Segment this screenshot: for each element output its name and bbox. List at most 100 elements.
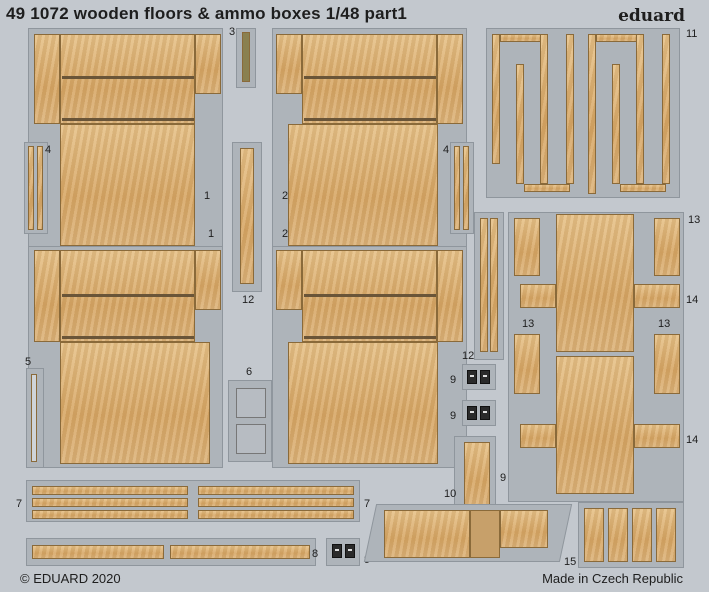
- strip-part: [463, 146, 469, 230]
- strip-part: [480, 218, 488, 352]
- strip-part: [620, 184, 666, 192]
- strip-part: [566, 34, 574, 184]
- wood-panel: [34, 34, 60, 124]
- part-label: 10: [444, 488, 457, 500]
- ammo-box-part: [500, 510, 548, 548]
- ammo-box-part: [384, 510, 470, 558]
- strip-part: [492, 34, 500, 164]
- part-label: 4: [45, 144, 52, 156]
- wood-panel: [34, 250, 60, 342]
- wood-panel: [437, 34, 463, 124]
- clasp-part: [480, 406, 490, 420]
- strip-part: [584, 508, 604, 562]
- strip-part: [636, 34, 644, 184]
- etched-line: [62, 336, 194, 339]
- wood-panel: [195, 250, 221, 310]
- part-label: 7: [16, 498, 23, 510]
- strip-part: [540, 34, 548, 184]
- wood-panel: [437, 250, 463, 342]
- floor-panel: [60, 342, 210, 464]
- floor-panel: [288, 124, 438, 246]
- box-side-part: [654, 334, 680, 394]
- part-label: 6: [246, 366, 253, 378]
- strip-part: [612, 64, 620, 184]
- fret-frame: [474, 212, 504, 360]
- strip-part: [170, 545, 310, 559]
- part-label: 4: [443, 144, 450, 156]
- wood-panel: [195, 34, 221, 94]
- box-side-part: [514, 218, 540, 276]
- rod-part: [31, 374, 37, 462]
- strip-part: [32, 545, 164, 559]
- brand-logo: eduard: [618, 6, 685, 26]
- wood-panel: [276, 250, 302, 310]
- box-side-part: [514, 334, 540, 394]
- part-label: 7: [364, 498, 371, 510]
- clasp-part: [467, 406, 477, 420]
- floor-panel: [60, 124, 195, 246]
- part-label: 14: [686, 434, 699, 446]
- strip-part: [32, 510, 188, 519]
- etched-line: [304, 118, 436, 121]
- part-label: 2: [282, 190, 289, 202]
- etched-line: [62, 294, 194, 297]
- ammo-box-part: [464, 442, 490, 508]
- strip-part: [198, 498, 354, 507]
- etched-line: [62, 118, 194, 121]
- strip-part: [588, 34, 596, 194]
- part-label: 9: [450, 410, 457, 422]
- part-label: 14: [686, 294, 699, 306]
- box-flap-part: [634, 424, 680, 448]
- part-label: 1: [204, 190, 211, 202]
- strip-part: [37, 146, 43, 230]
- floor-panel: [288, 342, 438, 464]
- strip-part: [454, 146, 460, 230]
- box-lid-part: [556, 356, 634, 494]
- fret-frame: [462, 400, 496, 426]
- strip-part: [516, 64, 524, 184]
- part-label: 2: [282, 228, 289, 240]
- strip-part: [28, 146, 34, 230]
- wood-panel: [276, 34, 302, 94]
- part-label: 9: [500, 472, 507, 484]
- strip-part: [656, 508, 676, 562]
- part-label: 1: [208, 228, 215, 240]
- strip-part: [32, 498, 188, 507]
- clasp-part: [467, 370, 477, 384]
- part-label: 13: [522, 318, 535, 330]
- part-label: 12: [242, 294, 255, 306]
- part-label: 13: [688, 214, 701, 226]
- box-side-part: [654, 218, 680, 276]
- clasp-part: [345, 544, 355, 558]
- part-label: 5: [25, 356, 32, 368]
- strip-part: [524, 184, 570, 192]
- part-label: 13: [658, 318, 671, 330]
- box-part: [236, 424, 266, 454]
- strip-part: [198, 510, 354, 519]
- clasp-part: [480, 370, 490, 384]
- etched-line: [62, 76, 194, 79]
- wood-panel: [302, 34, 437, 124]
- strip-part: [242, 32, 250, 82]
- strip-part: [240, 148, 254, 284]
- etched-line: [304, 294, 436, 297]
- etched-line: [304, 336, 436, 339]
- clasp-part: [332, 544, 342, 558]
- strip-part: [490, 218, 498, 352]
- strip-part: [662, 34, 670, 184]
- part-label: 11: [686, 28, 698, 40]
- part-label: 8: [312, 548, 319, 560]
- ammo-box-part: [470, 510, 500, 558]
- box-lid-part: [556, 214, 634, 352]
- sheet-title: 49 1072 wooden floors & ammo boxes 1/48 …: [6, 4, 408, 23]
- part-label: 15: [564, 556, 577, 568]
- strip-part: [608, 508, 628, 562]
- box-flap-part: [634, 284, 680, 308]
- made-in-text: Made in Czech Republic: [542, 571, 683, 586]
- box-flap-part: [520, 284, 556, 308]
- part-label: 3: [229, 26, 236, 38]
- box-part: [236, 388, 266, 418]
- strip-part: [632, 508, 652, 562]
- wood-panel: [60, 34, 195, 124]
